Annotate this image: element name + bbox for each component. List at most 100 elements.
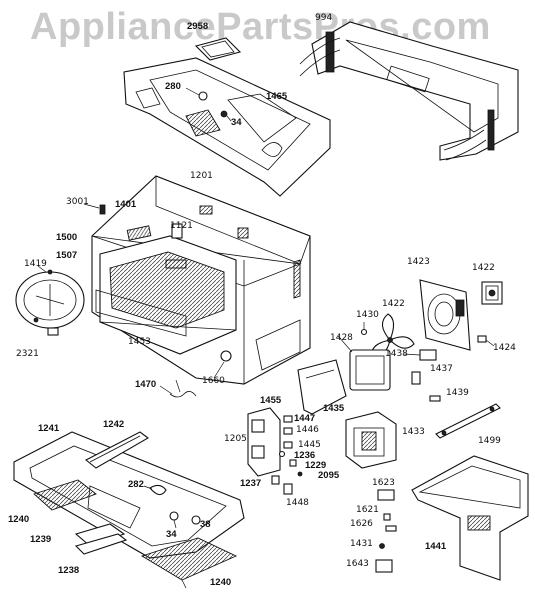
part-280-lamp-socket bbox=[185, 87, 208, 101]
label-1441: 1441 bbox=[425, 541, 447, 552]
part-1430-screw bbox=[360, 322, 368, 336]
part-2095-screw bbox=[297, 471, 303, 477]
label-1238: 1238 bbox=[58, 565, 80, 576]
part-1424-clip bbox=[477, 335, 495, 347]
part-1240-grease-filter-left bbox=[33, 479, 97, 511]
label-34-upper: 34 bbox=[231, 117, 242, 128]
label-2958: 2958 bbox=[187, 21, 209, 32]
part-1237-lever bbox=[271, 475, 280, 485]
label-38: 38 bbox=[200, 519, 211, 530]
part-3001-fuse bbox=[83, 203, 106, 215]
label-1242: 1242 bbox=[103, 419, 125, 430]
label-1438: 1438 bbox=[385, 349, 408, 359]
label-34-lower: 34 bbox=[166, 529, 177, 540]
part-1626-fuse bbox=[385, 525, 397, 532]
label-1205: 1205 bbox=[224, 434, 247, 444]
part-1229-switch bbox=[289, 459, 297, 467]
part-1446-switch bbox=[283, 427, 293, 435]
part-1423-fan-housing bbox=[419, 279, 471, 351]
part-1445-switch bbox=[283, 441, 293, 449]
part-1621-clip bbox=[383, 513, 391, 521]
part-1441-side-bracket bbox=[411, 455, 529, 581]
part-1121-bracket bbox=[171, 223, 183, 239]
label-1507: 1507 bbox=[56, 250, 78, 261]
label-1465: 1465 bbox=[266, 91, 288, 102]
part-1499-rail bbox=[435, 403, 501, 439]
part-1500-oven-cavity bbox=[99, 225, 237, 355]
part-1470-wire-harness bbox=[159, 379, 197, 398]
part-1447-switch bbox=[283, 415, 293, 423]
label-1237: 1237 bbox=[240, 478, 262, 489]
label-1643: 1643 bbox=[346, 559, 369, 569]
label-1500: 1500 bbox=[56, 232, 78, 243]
part-1438-diode bbox=[403, 349, 437, 361]
label-1435: 1435 bbox=[323, 403, 345, 414]
part-1239-filter-frame bbox=[74, 523, 126, 547]
part-1465-duct-housing bbox=[123, 57, 331, 197]
part-1433-transformer bbox=[345, 411, 397, 469]
label-2321: 2321 bbox=[16, 349, 39, 359]
part-1238-filter-plate bbox=[74, 533, 128, 555]
part-34-screw-lower bbox=[169, 511, 179, 529]
part-1419-stirrer bbox=[15, 265, 85, 336]
part-1431-screw bbox=[379, 543, 385, 549]
part-1455-air-guide bbox=[297, 359, 347, 415]
label-1430: 1430 bbox=[356, 310, 379, 320]
label-1455: 1455 bbox=[260, 395, 282, 406]
part-1448-switch bbox=[283, 483, 293, 495]
label-1470: 1470 bbox=[135, 379, 157, 390]
label-1201: 1201 bbox=[190, 171, 213, 181]
label-1439: 1439 bbox=[446, 388, 469, 398]
label-1422-blade: 1422 bbox=[382, 299, 405, 309]
label-1437: 1437 bbox=[430, 364, 453, 374]
part-34-screw bbox=[220, 110, 232, 122]
part-994-top-bracket bbox=[299, 21, 519, 161]
label-1433: 1433 bbox=[402, 427, 425, 437]
label-1423: 1423 bbox=[407, 257, 430, 267]
part-1437-bracket bbox=[411, 371, 421, 385]
part-1205-switch-bracket bbox=[247, 407, 281, 477]
label-1241: 1241 bbox=[38, 423, 60, 434]
part-1236-screw bbox=[278, 450, 286, 458]
label-1445: 1445 bbox=[298, 440, 321, 450]
part-38-nut bbox=[191, 515, 201, 525]
label-1422-motor: 1422 bbox=[472, 263, 495, 273]
label-3001: 3001 bbox=[66, 197, 89, 207]
label-282: 282 bbox=[128, 479, 144, 490]
part-1643-relay bbox=[375, 559, 393, 573]
label-1239: 1239 bbox=[30, 534, 52, 545]
label-1431: 1431 bbox=[350, 539, 373, 549]
label-1499: 1499 bbox=[478, 436, 501, 446]
label-1621: 1621 bbox=[356, 505, 379, 515]
label-1660: 1660 bbox=[202, 376, 225, 386]
label-1448: 1448 bbox=[286, 498, 309, 508]
label-994: 994 bbox=[315, 13, 333, 23]
label-1428: 1428 bbox=[330, 333, 353, 343]
label-1424: 1424 bbox=[493, 343, 516, 353]
label-1447: 1447 bbox=[294, 413, 316, 424]
part-1660-thermostat bbox=[213, 350, 232, 379]
label-1240-left: 1240 bbox=[8, 514, 30, 525]
part-1623-relay bbox=[377, 489, 395, 501]
label-1240-right: 1240 bbox=[210, 577, 232, 588]
label-1121: 1121 bbox=[170, 221, 193, 231]
label-1446: 1446 bbox=[296, 425, 319, 435]
label-1453: 1453 bbox=[128, 337, 151, 347]
part-1428-capacitor bbox=[337, 335, 391, 391]
part-1439-fuse bbox=[429, 395, 441, 402]
part-1240-grease-filter-right bbox=[140, 537, 238, 589]
part-1242-light-lens bbox=[84, 431, 149, 469]
label-1229: 1229 bbox=[305, 460, 327, 471]
label-1401: 1401 bbox=[115, 199, 137, 210]
label-1626: 1626 bbox=[350, 519, 373, 529]
part-1453-front-frame bbox=[95, 289, 187, 337]
label-280: 280 bbox=[165, 81, 181, 92]
label-2095: 2095 bbox=[318, 470, 340, 481]
part-282-lamp-bulb bbox=[87, 484, 167, 529]
part-1422-fan-motor bbox=[481, 281, 503, 305]
label-1419: 1419 bbox=[24, 259, 47, 269]
part-2958-filter-plate bbox=[194, 37, 242, 61]
label-1623: 1623 bbox=[372, 478, 395, 488]
